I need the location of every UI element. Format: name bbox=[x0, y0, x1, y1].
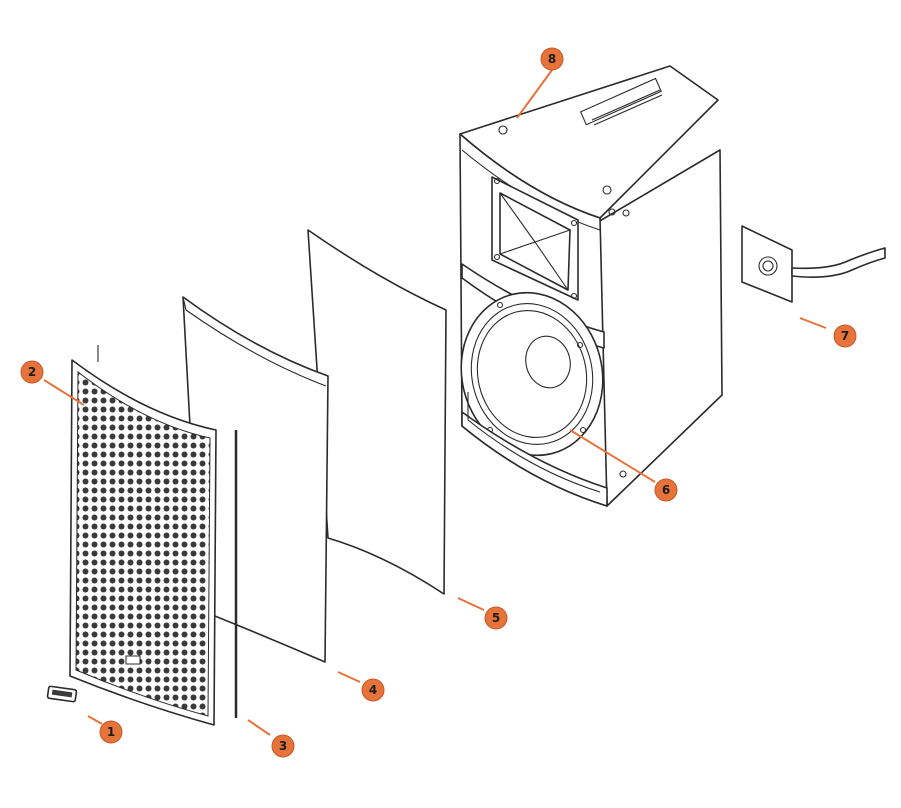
callout-3: 3 bbox=[271, 734, 295, 758]
callout-5: 5 bbox=[484, 606, 508, 630]
callout-8: 8 bbox=[540, 47, 564, 71]
callout-2-label: 2 bbox=[28, 365, 36, 379]
callout-6: 6 bbox=[654, 478, 678, 502]
input-plate bbox=[741, 225, 886, 303]
horn-waveguide bbox=[491, 176, 579, 301]
callout-1: 1 bbox=[99, 720, 123, 744]
callout-3-label: 3 bbox=[279, 739, 287, 753]
callout-5-label: 5 bbox=[492, 611, 500, 625]
foam-sheet-rear bbox=[307, 229, 447, 595]
speaker-cabinet bbox=[459, 65, 723, 507]
callout-4-label: 4 bbox=[369, 683, 377, 697]
vent-slots bbox=[591, 89, 663, 126]
foam-sheet-front bbox=[182, 296, 329, 663]
callout-4: 4 bbox=[361, 678, 385, 702]
logo-badge bbox=[46, 685, 78, 703]
callout-2: 2 bbox=[20, 360, 44, 384]
callout-7: 7 bbox=[833, 324, 857, 348]
callout-1-label: 1 bbox=[107, 725, 115, 739]
callout-8-label: 8 bbox=[548, 52, 556, 66]
callout-6-label: 6 bbox=[662, 483, 670, 497]
callout-7-label: 7 bbox=[841, 329, 849, 343]
woofer bbox=[460, 291, 604, 457]
leader-lines bbox=[43, 69, 827, 736]
front-grille bbox=[69, 345, 217, 726]
